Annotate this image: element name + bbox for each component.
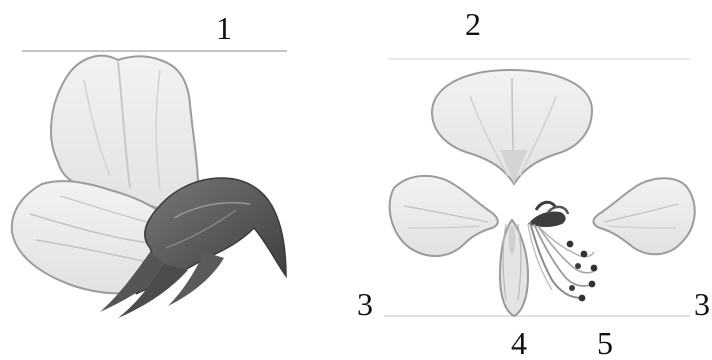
left-wing-petal <box>390 176 498 256</box>
right-wing-petal <box>593 178 694 254</box>
whole-flower-side-view <box>12 51 287 318</box>
label-3-left: 3 <box>357 288 373 320</box>
label-2: 2 <box>465 8 481 40</box>
stamens-and-pistil <box>528 202 597 301</box>
label-3-right: 3 <box>694 288 710 320</box>
dissected-flower <box>384 59 695 316</box>
label-5: 5 <box>597 327 613 359</box>
label-4: 4 <box>511 327 527 359</box>
label-1: 1 <box>216 12 232 44</box>
